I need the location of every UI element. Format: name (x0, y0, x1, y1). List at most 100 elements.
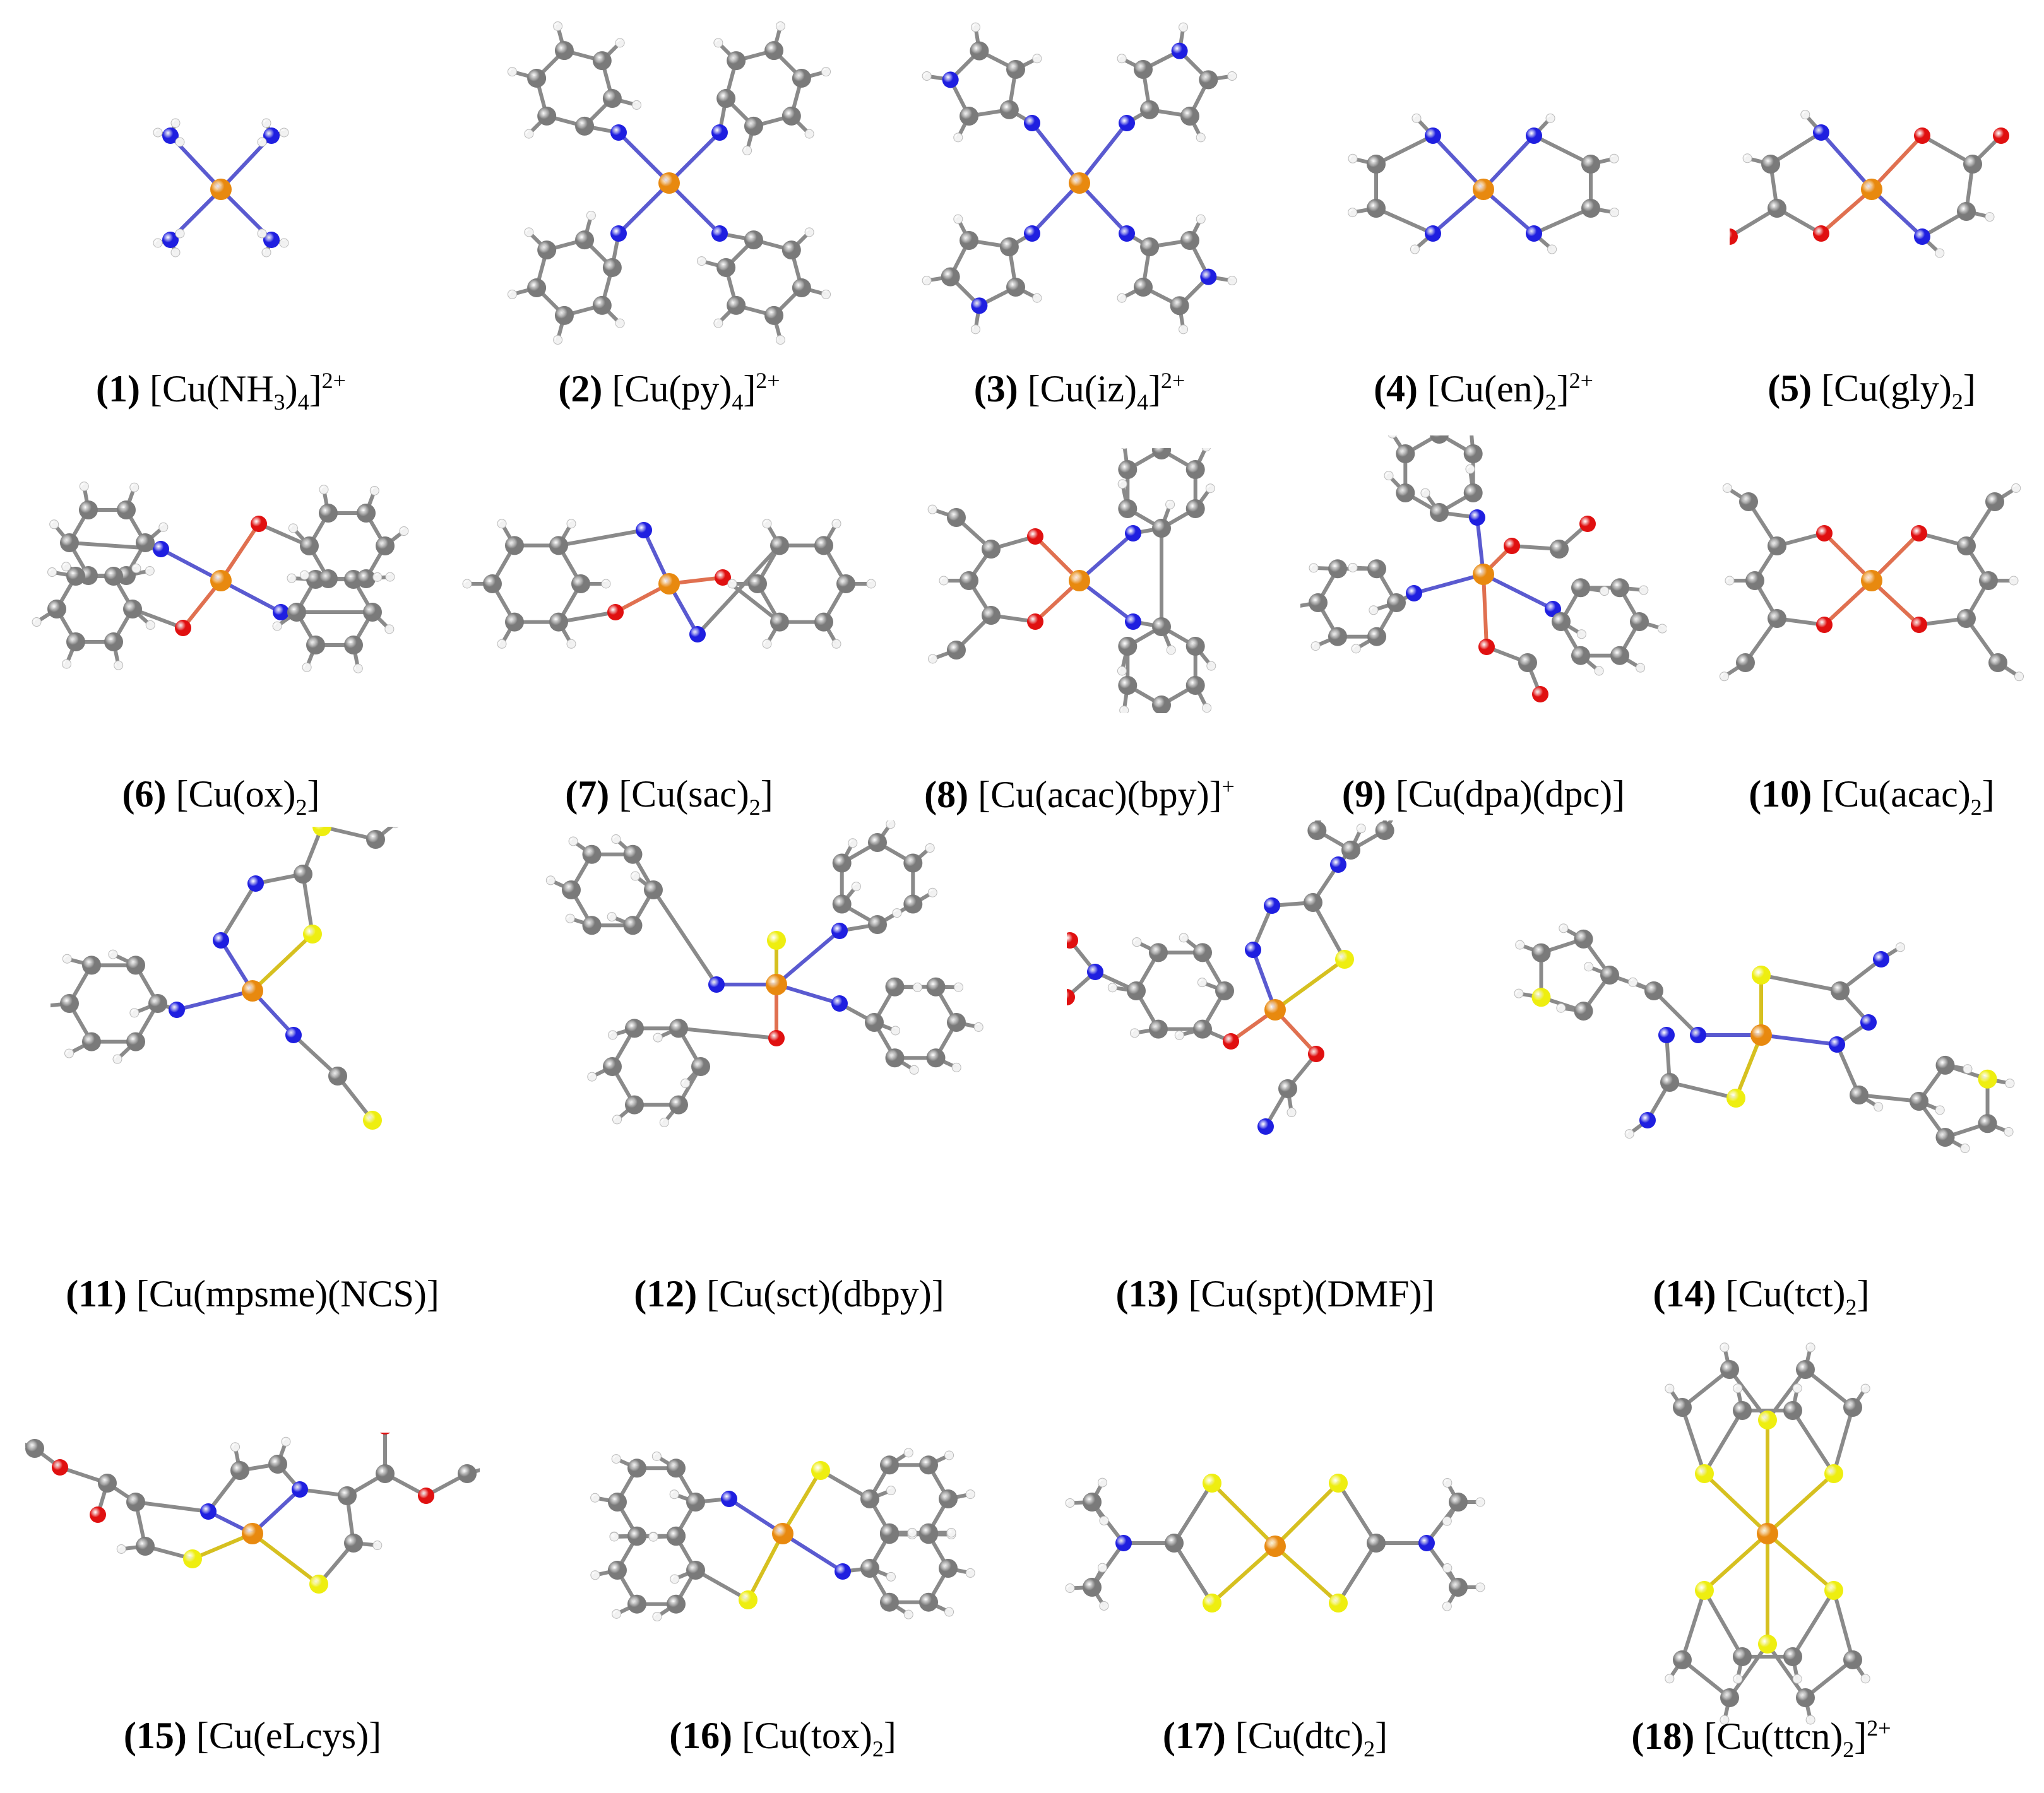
hydrogen-atom (804, 129, 814, 139)
nitrogen-atom (263, 127, 280, 144)
carbon-atom (549, 612, 568, 632)
bond (1822, 579, 1874, 627)
carbon-atom (1979, 571, 1998, 590)
caption-sub: 2 (1364, 1736, 1376, 1761)
carbon-atom (1133, 60, 1153, 80)
carbon-atom (627, 1459, 646, 1478)
carbon-atom (104, 567, 123, 586)
hydrogen-atom (1369, 605, 1379, 615)
carbon-atom (582, 916, 602, 935)
caption-sub: 2 (872, 1736, 884, 1761)
carbon-atom (1083, 1493, 1102, 1512)
bond (1920, 134, 1975, 166)
carbon-atom (1910, 1092, 1928, 1111)
carbon-atom (1463, 444, 1483, 463)
carbon-atom (592, 295, 612, 315)
carbon-atom (832, 894, 852, 914)
hydrogen-atom (497, 639, 507, 649)
hydrogen-atom (1600, 586, 1610, 596)
caption-sub: 2 (1545, 389, 1557, 415)
bond (1431, 187, 1485, 235)
sulfur-atom (1752, 966, 1771, 985)
caption-num: (3) (973, 368, 1018, 410)
carbon-atom (483, 574, 502, 593)
nitrogen-atom (1425, 225, 1441, 242)
carbon-atom (1396, 444, 1415, 463)
molecule-7 (462, 519, 876, 649)
nitrogen-atom (610, 225, 627, 242)
hydrogen-atom (1442, 1477, 1453, 1488)
nitrogen-atom (1526, 127, 1542, 144)
bond (1857, 1093, 1921, 1103)
carbon-atom (903, 853, 923, 873)
hydrogen-atom (804, 227, 814, 237)
carbon-atom (1193, 1019, 1212, 1039)
hydrogen-atom (713, 318, 723, 328)
nitrogen-atom (1469, 509, 1485, 526)
carbon-atom (1957, 609, 1976, 628)
atom-group (1514, 923, 2015, 1154)
carbon-atom (1083, 1578, 1102, 1597)
hydrogen-atom (391, 827, 399, 829)
caption-num: (12) (634, 1273, 698, 1315)
carbon-atom (919, 1592, 938, 1612)
bond (1759, 1033, 1839, 1046)
complex-caption: (3) [Cu(iz)4]2+ (974, 369, 1185, 413)
caption-sup: 2+ (1569, 368, 1593, 393)
hydrogen-atom (965, 1489, 975, 1500)
oxygen-atom (1027, 528, 1043, 545)
carbon-atom (376, 536, 395, 555)
carbon-atom (627, 1594, 646, 1614)
hydrogen-atom (372, 572, 383, 582)
nitrogen-atom (162, 127, 179, 144)
carbon-atom (1341, 841, 1360, 860)
caption-tail: ] (1556, 368, 1569, 410)
oxygen-atom (175, 620, 191, 636)
nitrogen-atom (1119, 225, 1135, 242)
complex-caption: (4) [Cu(en)2]2+ (1374, 369, 1593, 413)
carbon-atom (814, 612, 833, 632)
sulfur-atom (1329, 1594, 1348, 1613)
carbon-atom (602, 257, 622, 277)
carbon-atom (919, 1455, 938, 1475)
carbon-atom (880, 1523, 899, 1542)
hydrogen-atom (1206, 661, 1216, 671)
carbon-atom (1531, 943, 1551, 962)
hydrogen-atom (1420, 488, 1430, 498)
carbon-atom (748, 574, 767, 593)
bond (292, 1033, 340, 1078)
hydrogen-atom (891, 1026, 901, 1036)
caption-base: [Cu(sct)(dbpy)] (706, 1273, 944, 1315)
oxygen-atom (52, 1459, 68, 1476)
hydrogen-atom (399, 526, 409, 536)
hydrogen-atom (1065, 1583, 1075, 1593)
caption-num: (14) (1653, 1273, 1716, 1315)
bond (1030, 181, 1081, 235)
oxygen-atom (1730, 228, 1738, 245)
hydrogen-atom (1609, 208, 1619, 218)
sulfur-atom (1758, 1411, 1777, 1429)
hydrogen-atom (1639, 585, 1649, 595)
caption-sup: + (1221, 774, 1235, 799)
carbon-atom (667, 1527, 686, 1546)
hydrogen-atom (108, 949, 118, 959)
hydrogen-atom (1657, 624, 1667, 634)
caption-tail: ] (309, 368, 322, 410)
hydrogen-atom (821, 67, 831, 77)
hydrogen-atom (170, 247, 181, 257)
hydrogen-atom (607, 912, 617, 922)
hydrogen-atom (927, 887, 937, 897)
hydrogen-atom (1624, 1129, 1634, 1139)
molecule-16 (590, 1448, 975, 1622)
hydrogen-atom (1097, 1563, 1107, 1573)
carbon-atom (926, 977, 946, 997)
caption-sub: 2 (295, 795, 307, 820)
complex-caption: (17) [Cu(dtc)2] (1163, 1717, 1387, 1760)
carbon-atom (836, 574, 855, 593)
hydrogen-atom (353, 663, 363, 673)
hydrogen-atom (1387, 435, 1397, 439)
hydrogen-atom (821, 289, 831, 299)
nitrogen-atom (273, 604, 289, 620)
hydrogen-atom (928, 654, 938, 664)
hydrogen-atom (112, 1054, 122, 1064)
